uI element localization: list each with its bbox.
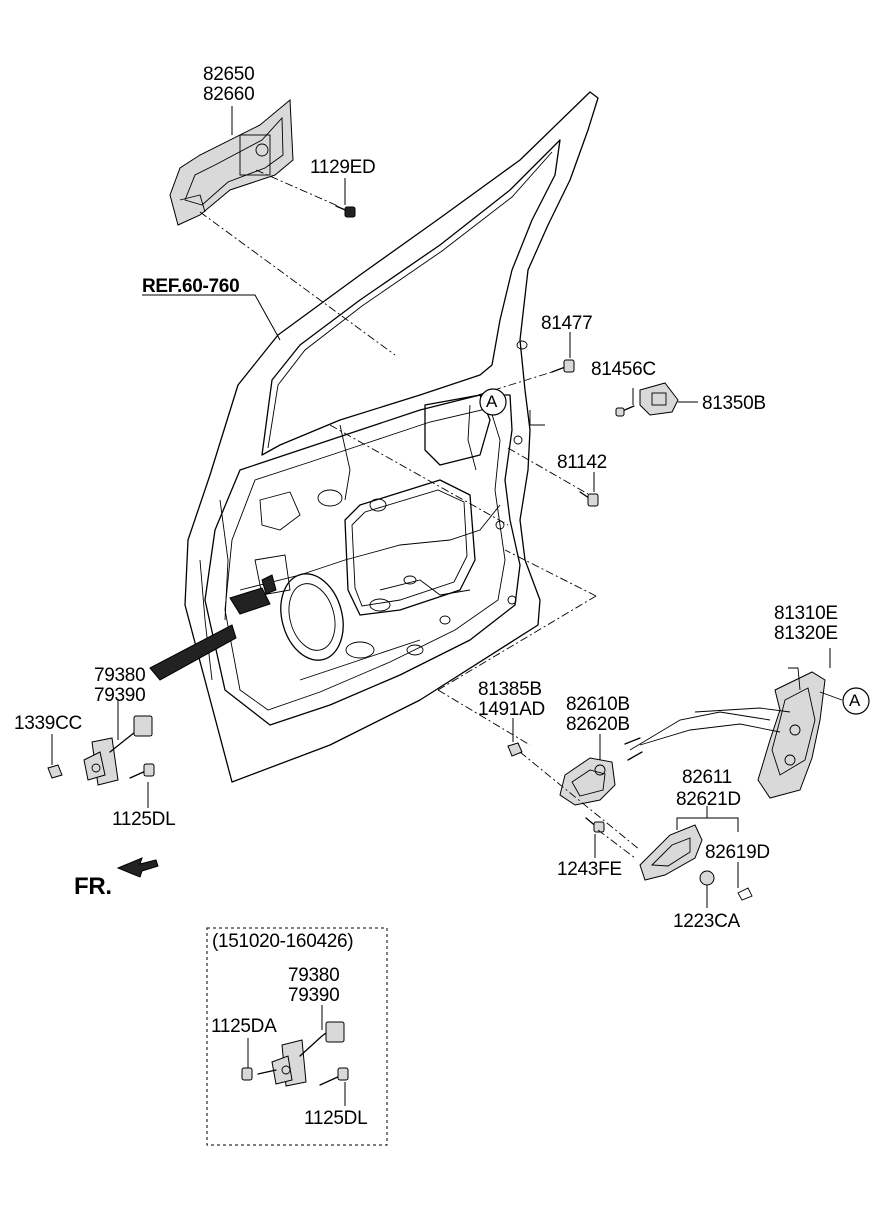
label-1129ED: 1129ED [310,157,376,178]
label-79390: 79390 [94,685,146,706]
label-1491AD: 1491AD [478,699,545,720]
label-81350B: 81350B [702,393,766,414]
nut-1339CC [47,764,63,779]
label-1243FE: 1243FE [557,859,622,880]
label-81456C: 81456C [591,359,656,380]
label-ref-60-760: REF.60-760 [142,276,240,297]
inset-label-79390: 79390 [288,985,340,1006]
handle-base-82610B [559,757,616,806]
door-checker-main [83,715,153,786]
label-82619D: 82619D [705,842,770,863]
inset-leader-lines [247,1005,346,1106]
screw-1129ED [335,205,356,218]
screw-81456C [615,405,635,417]
label-81320E: 81320E [774,623,838,644]
label-81385B: 81385B [478,679,542,700]
cover-82619D [737,887,753,901]
screw-81142 [579,491,599,507]
striker-81350B [639,382,679,416]
label-1339CC: 1339CC [14,713,82,734]
screw-1223CA [699,870,715,886]
label-82650: 82650 [203,64,255,85]
front-arrow-icon [116,857,159,878]
label-front: FR. [74,873,112,900]
callout-a-circle-latch [842,687,870,715]
leader-lines [51,106,831,908]
door-checker-inset [241,1021,349,1087]
inset-box [206,927,388,1146]
label-82620B: 82620B [566,714,630,735]
callout-a-bracket [529,410,545,426]
inset-label-1125DL: 1125DL [304,1108,368,1129]
inset-date-range: (151020-160426) [212,931,354,952]
inset-label-79380: 79380 [288,965,340,986]
callout-a-circle-door [479,388,507,416]
label-81310E: 81310E [774,603,838,624]
harness-connector [149,574,277,681]
label-82610B: 82610B [566,694,630,715]
label-82621D: 82621D [676,789,741,810]
callout-a-latch: A [849,691,861,710]
label-1125DL: 1125DL [112,809,176,830]
label-82660: 82660 [203,84,255,105]
nut-81385B [507,742,523,757]
callout-a-door: A [486,392,498,411]
door-panel [184,91,599,783]
label-1223CA: 1223CA [673,911,740,932]
inside-handle-82611 [639,824,703,881]
inset-label-1125DA: 1125DA [211,1016,277,1037]
label-79380: 79380 [94,665,146,686]
door-latch-assembly [624,667,826,799]
label-81477: 81477 [541,313,593,334]
label-81142: 81142 [557,452,607,473]
label-82611: 82611 [682,767,732,788]
inside-handle-assembly [169,98,294,226]
bolt-1125DL [129,763,155,779]
screw-1243FE [585,817,605,833]
screw-81477 [551,359,575,373]
